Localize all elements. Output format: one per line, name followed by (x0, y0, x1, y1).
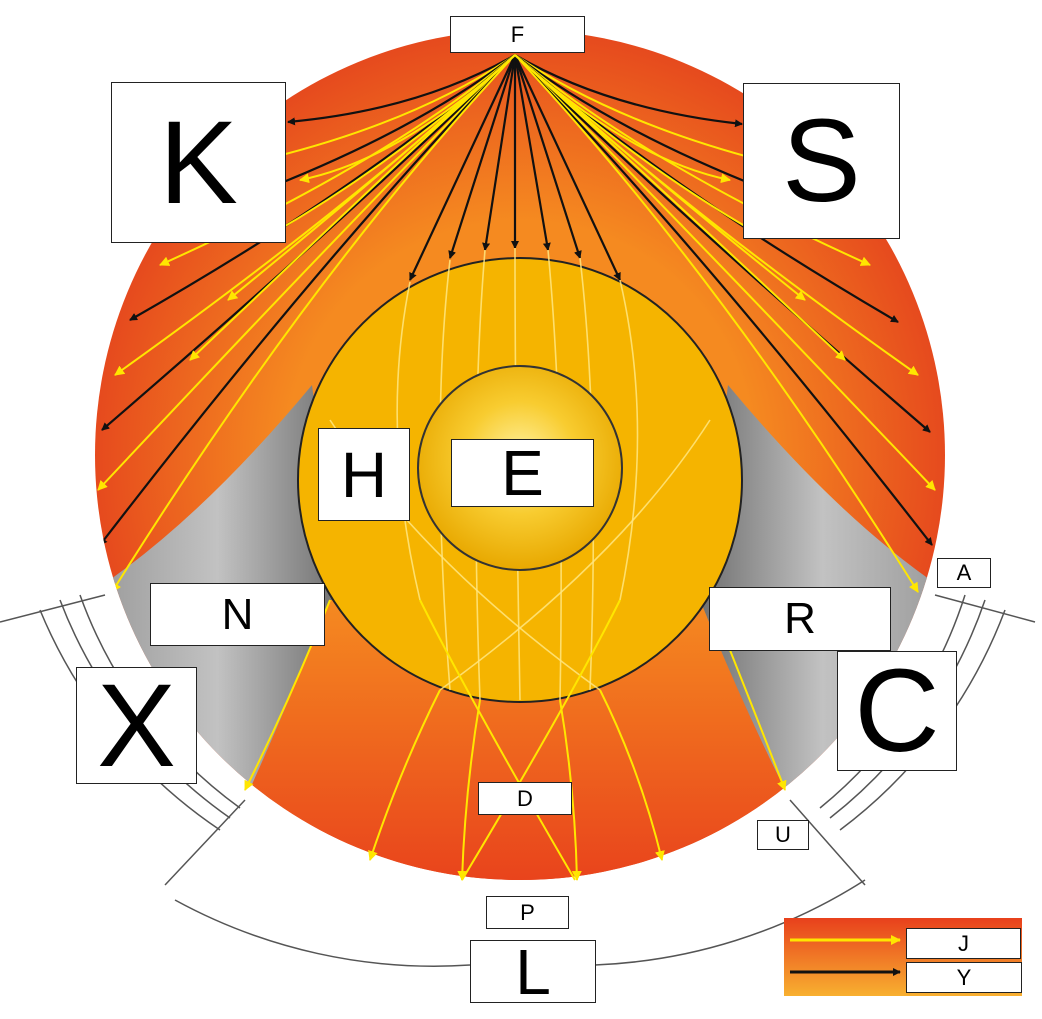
label-l: L (470, 940, 596, 1004)
ray-right-6 (514, 54, 931, 433)
wave-paths (97, 54, 936, 593)
label-k: K (111, 82, 286, 243)
label-u: U (757, 820, 809, 850)
label-e: E (451, 439, 594, 507)
core-line-6 (619, 279, 639, 601)
ray-right-9 (514, 54, 919, 593)
label-a: A (937, 558, 991, 588)
bottom-mantle (245, 600, 790, 880)
ray-core-5 (513, 54, 582, 259)
legend-label-j: J (906, 928, 1021, 959)
ray-core-6 (514, 54, 621, 281)
ray-left-7 (97, 54, 516, 491)
ray-right-7 (514, 54, 936, 491)
core-line-8 (439, 419, 711, 691)
label-s: S (743, 83, 900, 239)
ray-yellow-7 (514, 54, 846, 361)
label-f: F (450, 16, 585, 53)
label-p: P (486, 896, 569, 929)
ray-right-8 (514, 54, 933, 546)
label-h: H (318, 428, 410, 521)
ray-core-0 (409, 54, 516, 281)
label-n: N (150, 583, 325, 646)
ray-left-8 (99, 54, 516, 546)
ray-yellow-3 (189, 54, 516, 361)
ray-right-0 (514, 54, 743, 128)
label-d: D (478, 782, 572, 815)
label-c: C (837, 651, 957, 771)
ray-core-2 (482, 54, 517, 251)
legend-label-y: Y (906, 962, 1022, 993)
label-r: R (709, 587, 891, 651)
ray-core-4 (513, 54, 551, 251)
ray-left-9 (111, 54, 516, 593)
ray-core-1 (448, 54, 517, 259)
label-x: X (76, 667, 197, 785)
ray-left-0 (287, 54, 516, 126)
